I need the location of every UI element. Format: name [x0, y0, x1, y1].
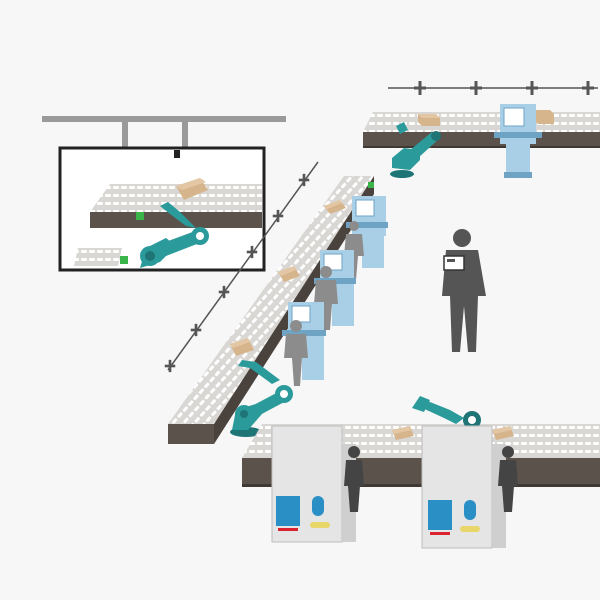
rail-joint-icon [414, 81, 426, 95]
cardboard-box-icon [392, 426, 414, 440]
rail-joint-icon [526, 81, 538, 95]
diagonal-rail [164, 161, 319, 373]
manager-with-tablet-icon [442, 229, 486, 352]
cardboard-box-icon [492, 426, 514, 440]
worker-icon [284, 320, 308, 386]
top-rail [388, 81, 598, 95]
cnc-machine-icon [421, 425, 506, 549]
cnc-machine-icon [271, 425, 356, 543]
computer-workstation-icon [494, 104, 542, 178]
worker-icon [314, 266, 338, 330]
worker-icon [498, 446, 518, 512]
cardboard-box-icon [324, 200, 346, 214]
worker-icon [344, 446, 364, 512]
rail-joint-icon [470, 81, 482, 95]
rail-joint-icon [582, 81, 594, 95]
top-box-right [534, 110, 554, 124]
computer-workstation-icon [346, 196, 388, 268]
robot-arm-icon [230, 360, 293, 437]
ceiling-monitor-icon [42, 116, 286, 272]
cardboard-box-icon [278, 266, 300, 282]
cardboard-box-icon [230, 338, 254, 356]
top-box [418, 114, 440, 126]
sensor-icon [368, 182, 374, 188]
robot-arm-icon [412, 396, 481, 429]
robot-arm-icon [390, 122, 441, 178]
